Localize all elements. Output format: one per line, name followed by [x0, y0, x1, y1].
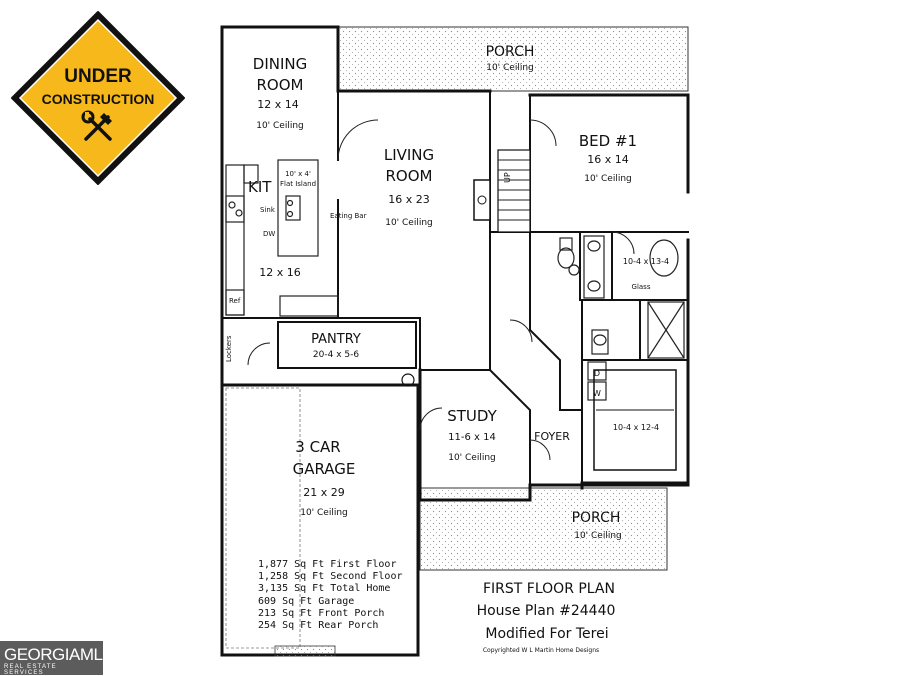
stat-total-home: 3,135 Sq Ft Total Home	[258, 583, 390, 594]
garage-door-track	[225, 387, 301, 649]
plan-modified-for: Modified For Terei	[485, 626, 608, 642]
garage-ceiling: 10' Ceiling	[300, 508, 348, 518]
kitchen-size: 12 x 16	[259, 266, 301, 279]
under-construction-sign: UNDER CONSTRUCTION	[11, 11, 185, 185]
pantry-size: 20-4 x 5-6	[313, 350, 359, 360]
staircase: UP	[497, 149, 531, 233]
rear-porch-name: PORCH	[486, 44, 535, 60]
kitchen-name: KIT	[248, 178, 272, 196]
front-porch-ceiling: 10' Ceiling	[574, 531, 622, 541]
study-name: STUDY	[447, 407, 497, 425]
title-block: FIRST FLOOR PLAN House Plan #24440 Modif…	[477, 581, 616, 654]
closet-size: 10-4 x 12-4	[613, 423, 659, 432]
study-size: 11-6 x 14	[448, 432, 496, 443]
foyer-name: FOYER	[534, 430, 570, 443]
stairs-up-label: UP	[503, 172, 512, 183]
water-heater-icon	[401, 373, 415, 387]
kitchen-sink-label: Sink	[260, 206, 276, 214]
washer-label: W	[593, 389, 601, 398]
stat-first-floor: 1,877 Sq Ft First Floor	[258, 559, 396, 570]
rear-porch-area	[337, 26, 689, 92]
living-room-name-2: ROOM	[386, 167, 433, 185]
closet-outline	[593, 369, 677, 471]
dining-room-ceiling: 10' Ceiling	[256, 121, 304, 131]
plan-copyright: Copyrighted W L Martin Home Designs	[483, 647, 599, 654]
living-room-name-1: LIVING	[384, 146, 434, 164]
stat-rear-porch: 254 Sq Ft Rear Porch	[258, 620, 378, 631]
dining-room-name-2: ROOM	[257, 76, 304, 94]
fireplace-icon	[473, 179, 491, 221]
garage-name-1: 3 CAR	[295, 438, 340, 456]
glass-label: Glass	[632, 283, 651, 291]
square-footage-list: 1,877 Sq Ft First Floor 1,258 Sq Ft Seco…	[258, 559, 403, 631]
garage-name-2: GARAGE	[293, 460, 356, 478]
bed1-ceiling: 10' Ceiling	[584, 174, 632, 184]
stat-front-porch: 213 Sq Ft Front Porch	[258, 608, 384, 619]
rear-porch-ceiling: 10' Ceiling	[486, 63, 534, 73]
sign-line2: CONSTRUCTION	[42, 91, 155, 107]
stat-second-floor: 1,258 Sq Ft Second Floor	[258, 571, 403, 582]
watermark-brand: GEORGIAMLS	[4, 645, 114, 664]
exterior-walls	[220, 25, 690, 657]
study-ceiling: 10' Ceiling	[448, 453, 496, 463]
plan-title: FIRST FLOOR PLAN	[483, 581, 615, 597]
sign-line1: UNDER	[64, 66, 132, 87]
bed1-name: BED #1	[579, 132, 637, 150]
dryer-label: D	[594, 369, 600, 378]
garage-step	[274, 645, 336, 657]
refrigerator-label: Ref	[229, 297, 241, 305]
kitchen-counters	[225, 159, 339, 317]
front-porch-name: PORCH	[572, 510, 621, 526]
door-swings	[247, 119, 635, 461]
stat-garage: 609 Sq Ft Garage	[258, 596, 354, 607]
island-size: 10' x 4'	[285, 170, 311, 178]
dining-room-name-1: DINING	[253, 55, 307, 73]
room-labels: PORCH 10' Ceiling DINING ROOM 12 x 14 10…	[225, 44, 669, 541]
tub-size: 10-4 x 13-4	[623, 257, 669, 266]
lockers-label: Lockers	[225, 335, 233, 362]
pantry-name: PANTRY	[311, 332, 361, 347]
bed1-size: 16 x 14	[587, 153, 629, 166]
island-label: Flat Island	[280, 180, 316, 188]
plan-number: House Plan #24440	[477, 603, 616, 619]
hammer-wrench-icon	[81, 110, 112, 141]
eating-bar-label: Eating Bar	[330, 212, 367, 220]
dining-room-size: 12 x 14	[257, 98, 299, 111]
georgia-mls-watermark: GEORGIAMLS REAL ESTATE SERVICES	[0, 641, 114, 676]
garage-size: 21 x 29	[303, 486, 345, 499]
front-porch-area	[419, 487, 668, 571]
living-room-size: 16 x 23	[388, 193, 430, 206]
kitchen-dw-label: DW	[263, 230, 275, 238]
living-room-ceiling: 10' Ceiling	[385, 218, 433, 228]
watermark-sub: REAL ESTATE SERVICES	[4, 664, 57, 676]
bath-fixtures	[557, 235, 685, 401]
